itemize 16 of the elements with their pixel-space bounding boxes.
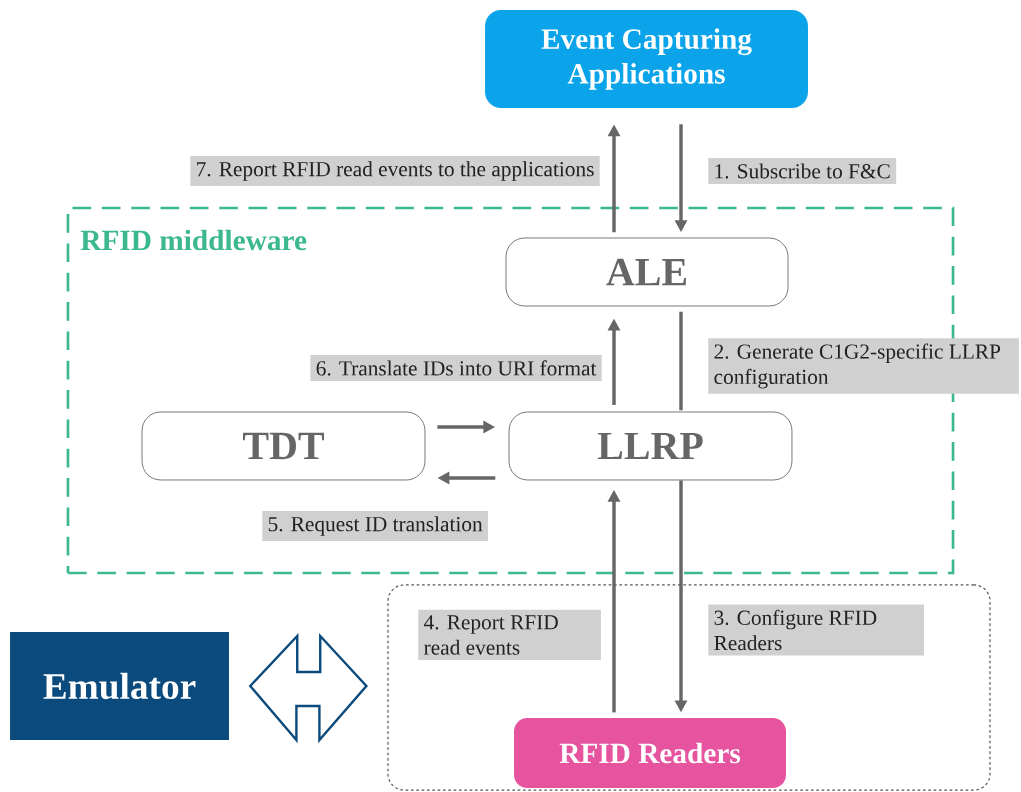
edge-label: 4. Report RFID read events: [418, 609, 601, 661]
edge-label: 1. Subscribe to F&C: [708, 158, 897, 184]
emulator-box: Emulator: [10, 632, 229, 740]
process-box: Event Capturing Applications: [485, 10, 808, 108]
device-box: RFID Readers: [514, 718, 786, 788]
group-title: RFID middleware: [80, 229, 307, 251]
edge-label: 5. Request ID translation: [262, 511, 488, 541]
edge-label: 7. Report RFID read events to the applications: [190, 156, 600, 186]
edge-label: 3. Configure RFID Readers: [708, 604, 924, 656]
dotted-box: [387, 584, 991, 791]
process-box: LLRP: [508, 411, 793, 481]
connector-line: [679, 311, 683, 411]
process-box: ALE: [505, 237, 789, 307]
edge-label: 2. Generate C1G2-specific LLRP configuration: [708, 338, 1019, 394]
edge-label: 6. Translate IDs into URI format: [310, 355, 602, 381]
process-box: TDT: [141, 411, 426, 481]
